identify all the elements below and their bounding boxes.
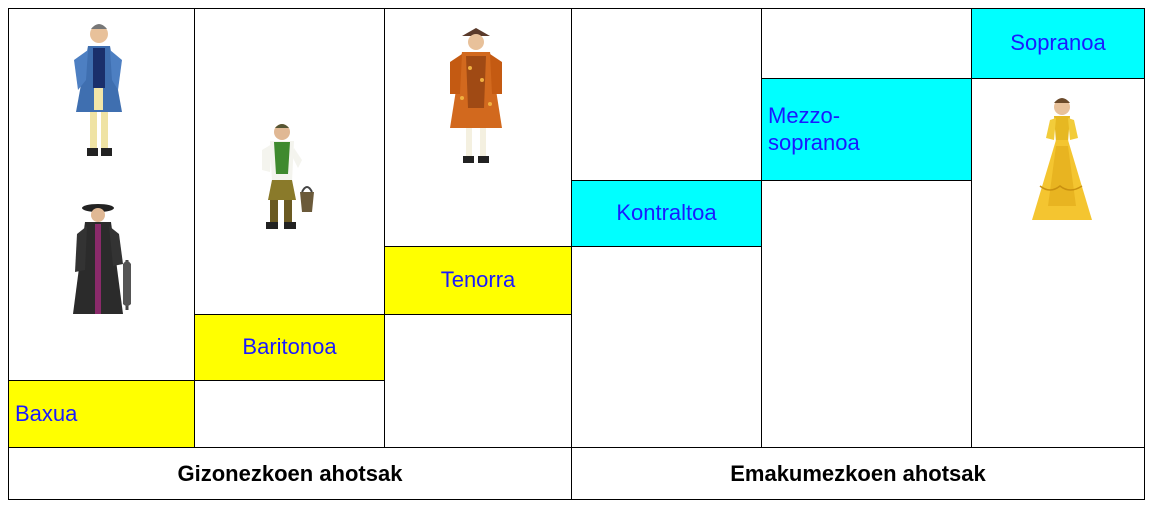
- voice-mezzo-label: Mezzo- sopranoa: [761, 78, 972, 181]
- priest-with-umbrella-icon: [73, 204, 131, 314]
- man-with-basket-icon: [262, 124, 314, 229]
- footer-male-voices: Gizonezkoen ahotsak: [8, 447, 572, 500]
- column-mezzo: [761, 8, 972, 448]
- lady-yellow-gown-icon: [1032, 98, 1092, 220]
- nobleman-orange-coat-icon: [450, 28, 502, 163]
- voice-bass-label: Baxua: [8, 380, 195, 448]
- voice-soprano-label: Sopranoa: [971, 8, 1145, 79]
- voice-contralto-label: Kontraltoa: [571, 180, 762, 247]
- voice-baritone-label: Baritonoa: [194, 314, 385, 381]
- man-blue-coat-icon: [74, 24, 122, 156]
- footer-female-voices: Emakumezkoen ahotsak: [571, 447, 1145, 500]
- voice-types-diagram: Baxua Baritonoa Tenorra Kontraltoa Mezzo…: [8, 8, 1145, 500]
- voice-tenor-label: Tenorra: [384, 246, 572, 315]
